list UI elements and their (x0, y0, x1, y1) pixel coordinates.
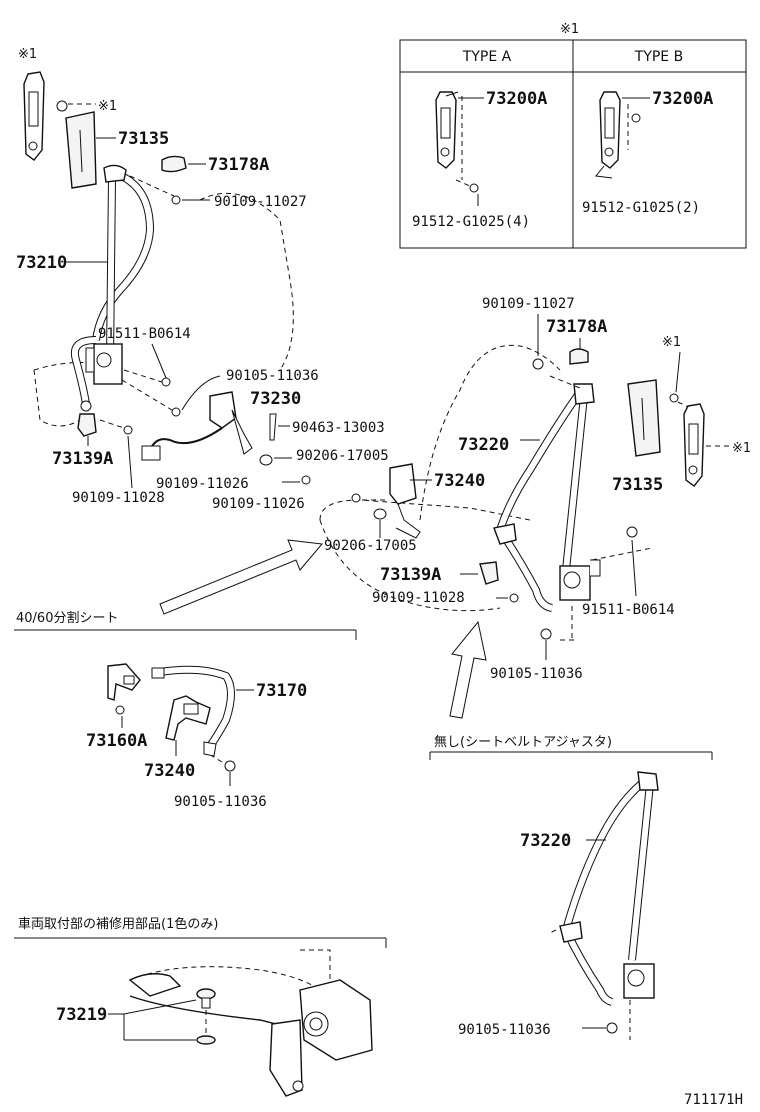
type-table: ※1 TYPE A TYPE B 73200A 91512-G1025(4) (399, 22, 747, 249)
split-seat-label-73160a: 73160A (86, 731, 147, 751)
left-label-90109-11027: 90109-11027 (214, 194, 307, 210)
left-label-90105-11036: 90105-11036 (226, 368, 319, 384)
right-mark-top: ※1 (662, 335, 681, 350)
right-label-73139a: 73139A (380, 565, 441, 585)
no-adjuster-label-90105-11036: 90105-11036 (458, 1022, 551, 1038)
type-b-bolt-label: 91512-G1025(2) (582, 200, 700, 216)
right-washer-90206 (373, 508, 387, 520)
figure-id: 711171H (684, 1092, 743, 1108)
type-a-bolt-label: 91512-G1025(4) (412, 214, 530, 230)
type-a-part-label: 73200A (486, 89, 547, 109)
right-label-73178a: 73178A (546, 317, 607, 337)
left-upper-anchor (23, 71, 45, 161)
type-a-label: TYPE A (462, 49, 512, 65)
repair-seat-frame (129, 966, 321, 991)
right-label-91511-b0614: 91511-B0614 (582, 602, 675, 618)
left-washer-90206 (259, 454, 273, 466)
right-assembly: 90109-11027 73178A 73220 (212, 296, 751, 682)
repair-label-73219: 73219 (56, 1005, 107, 1025)
left-seat-outline (199, 192, 294, 371)
right-label-73135: 73135 (612, 475, 663, 495)
right-label-90105-11036: 90105-11036 (490, 666, 583, 682)
left-label-90206-17005: 90206-17005 (296, 448, 389, 464)
right-label-90206-17005: 90206-17005 (324, 538, 417, 554)
left-label-90109-11028: 90109-11028 (72, 490, 165, 506)
left-label-73178a: 73178A (208, 155, 269, 175)
repair-parts-section: 車両取付部の補修用部品(1色のみ) 73219 (14, 916, 387, 1097)
right-cap-73178a (569, 348, 589, 365)
split-seat-section: 40/60分割シート 73160A 73170 73240 90105-1103… (14, 610, 357, 810)
repair-retractor-bracket (269, 979, 373, 1097)
left-assembly: ※1 ※1 73135 73178A 90109-11027 (16, 47, 389, 506)
left-mark-top: ※1 (18, 47, 37, 62)
left-label-90109-11026: 90109-11026 (156, 476, 249, 492)
left-label-73135: 73135 (118, 129, 169, 149)
right-clip-73139a (479, 561, 499, 585)
no-adjuster-section: 無し(シートベルトアジャスタ) 73220 90105-11036 (429, 735, 713, 1040)
type-b-part-label: 73200A (652, 89, 713, 109)
type-a-anchor-part (435, 91, 479, 193)
type-b-anchor-part (595, 91, 641, 179)
split-seat-label-73240: 73240 (144, 761, 195, 781)
left-buckle-73230 (141, 391, 253, 461)
repair-parts-heading: 車両取付部の補修用部品(1色のみ) (18, 916, 218, 932)
left-label-73139a: 73139A (52, 449, 113, 469)
left-label-73210: 73210 (16, 253, 67, 273)
right-label-90109-11027: 90109-11027 (482, 296, 575, 312)
left-label-91511-b0614: 91511-B0614 (98, 326, 191, 342)
type-b-label: TYPE B (634, 49, 683, 65)
left-label-90463-13003: 90463-13003 (292, 420, 385, 436)
repair-part-73219-cap (196, 988, 216, 1009)
left-retractor (85, 343, 123, 385)
arrow-to-split-seat (159, 539, 323, 615)
right-retractor (559, 559, 601, 601)
split-seat-buckle-73240 (165, 695, 211, 741)
split-seat-buckle-73160a (107, 663, 141, 715)
type-table-note-mark: ※1 (560, 22, 579, 37)
arrow-to-no-adjuster (449, 620, 487, 719)
no-adjuster-label-73220: 73220 (520, 831, 571, 851)
right-label-73220: 73220 (458, 435, 509, 455)
right-seat-outline (419, 344, 561, 521)
left-cap-73178a (161, 155, 187, 173)
right-cover-73135 (627, 379, 661, 457)
left-mark-bolt: ※1 (98, 99, 117, 114)
left-clip-90463 (269, 413, 277, 441)
left-anchor-bolt (56, 100, 68, 112)
split-seat-heading: 40/60分割シート (16, 610, 118, 626)
left-label-73230: 73230 (250, 389, 301, 409)
no-adjuster-retractor (623, 963, 655, 999)
right-label-90109-11028: 90109-11028 (372, 590, 465, 606)
no-adjuster-heading: 無し(シートベルトアジャスタ) (434, 735, 612, 750)
right-label-90109-11026: 90109-11026 (212, 496, 305, 512)
repair-part-73219-washer (196, 1035, 216, 1045)
right-label-73240: 73240 (434, 471, 485, 491)
split-seat-label-73170: 73170 (256, 681, 307, 701)
right-buckle-73240 (389, 463, 421, 539)
right-mark-side: ※1 (732, 441, 751, 456)
split-seat-label-90105-11036: 90105-11036 (174, 794, 267, 810)
left-clip-73139a (77, 413, 97, 437)
right-upper-anchor (683, 403, 705, 487)
